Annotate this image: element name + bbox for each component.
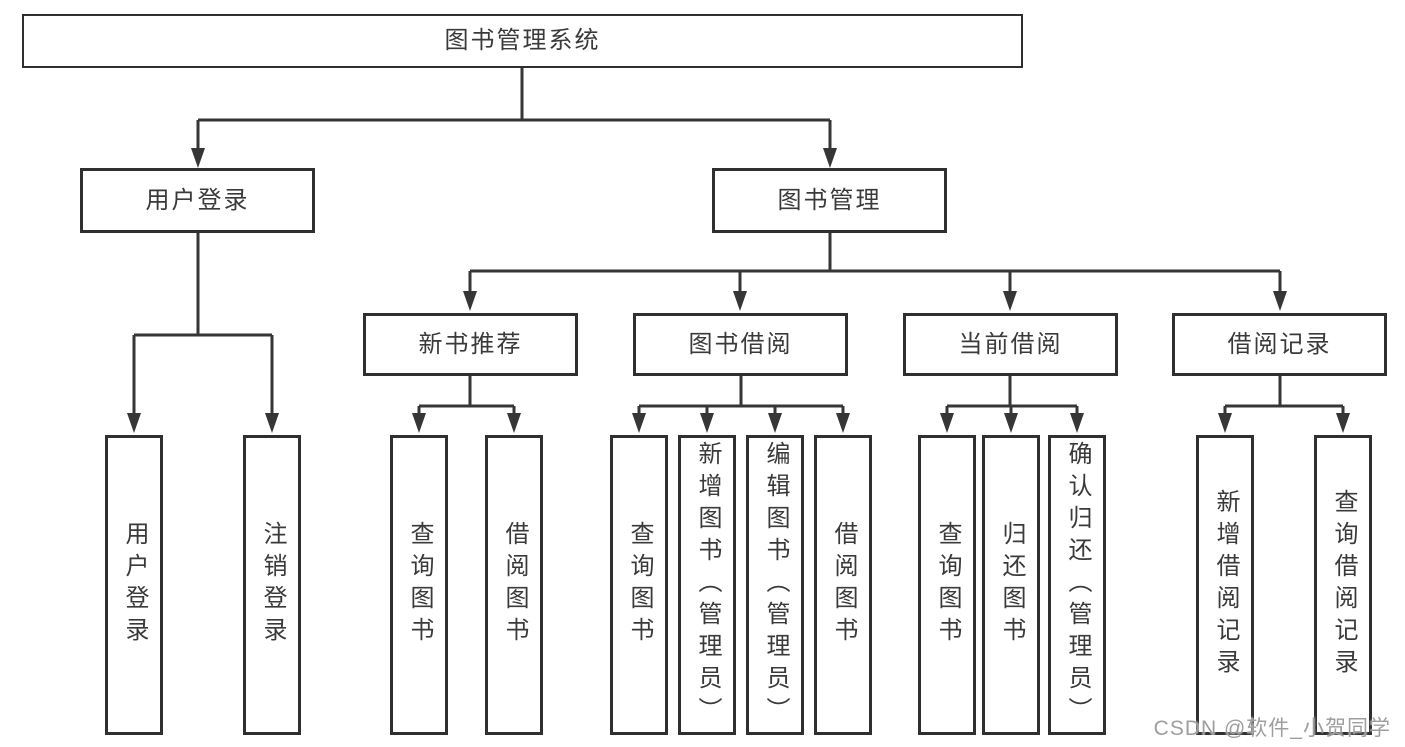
node-leaf-br-query-record: 查询借阅记录	[1314, 435, 1372, 735]
node-current-borrow: 当前借阅	[903, 313, 1118, 376]
node-leaf-br-add-record: 新增借阅记录	[1196, 435, 1254, 735]
node-book-borrow: 图书借阅	[633, 313, 848, 376]
leaf-label: 查询图书	[406, 521, 433, 649]
leaf-label: 新增图书（管理员）	[694, 441, 721, 729]
node-borrow-records: 借阅记录	[1172, 313, 1387, 376]
node-leaf-bb-query-books: 查询图书	[610, 435, 668, 735]
node-book-management: 图书管理	[712, 168, 947, 233]
leaf-label: 编辑图书（管理员）	[762, 441, 789, 729]
node-leaf-bb-add-books-admin: 新增图书（管理员）	[678, 435, 736, 735]
node-user-login: 用户登录	[80, 168, 315, 233]
leaf-label: 借阅图书	[501, 521, 528, 649]
node-leaf-logout: 注销登录	[243, 435, 301, 735]
leaf-label: 确认归还（管理员）	[1064, 441, 1091, 729]
node-leaf-cb-confirm-return-admin: 确认归还（管理员）	[1048, 435, 1106, 735]
leaf-label: 用户登录	[121, 521, 148, 649]
leaf-label: 查询图书	[934, 521, 961, 649]
leaf-label: 查询图书	[626, 521, 653, 649]
node-leaf-user-login: 用户登录	[105, 435, 163, 735]
leaf-label: 归还图书	[998, 521, 1025, 649]
node-leaf-nb-query-books: 查询图书	[390, 435, 448, 735]
node-leaf-nb-borrow-books: 借阅图书	[485, 435, 543, 735]
node-leaf-cb-return-books: 归还图书	[982, 435, 1040, 735]
node-leaf-bb-edit-books-admin: 编辑图书（管理员）	[746, 435, 804, 735]
node-new-book-recommend: 新书推荐	[363, 313, 578, 376]
leaf-label: 查询借阅记录	[1330, 489, 1357, 681]
node-leaf-cb-query-books: 查询图书	[918, 435, 976, 735]
leaf-label: 注销登录	[259, 521, 286, 649]
csdn-watermark: CSDN @软件_小贺同学	[1153, 717, 1391, 740]
leaf-label: 借阅图书	[830, 521, 857, 649]
node-root: 图书管理系统	[22, 14, 1023, 68]
node-leaf-bb-borrow-books: 借阅图书	[814, 435, 872, 735]
arrowheads	[127, 148, 1350, 433]
leaf-label: 新增借阅记录	[1212, 489, 1239, 681]
